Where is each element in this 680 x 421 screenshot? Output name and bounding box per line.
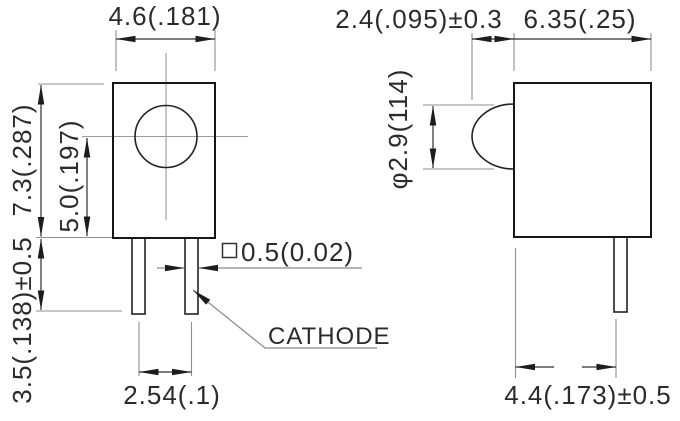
led-lens-circle: [134, 104, 198, 169]
side-body-outline: [513, 82, 652, 238]
front-body-outline: [112, 82, 216, 239]
dimension-label-body-depth: 6.35(.25): [523, 4, 636, 34]
dimension-label-center-to-base: 5.0(.197): [54, 119, 84, 232]
dimension-label-front-width: 4.6(.181): [108, 1, 221, 31]
dimension-base-to-lead: 4.4(.173)±0.5: [504, 248, 671, 410]
dimension-lead-cross-section: 0.5(0.02): [157, 237, 362, 272]
anode-lead: [131, 237, 146, 315]
dimension-front-width: 4.6(.181): [108, 1, 221, 71]
square-section-symbol-icon: [221, 242, 238, 259]
dimension-dome-offset: 2.4(.095)±0.3: [335, 4, 515, 100]
cathode-leader-line: [192, 289, 377, 349]
dimension-body-depth: 6.35(.25): [514, 4, 652, 71]
cathode-callout: CATHODE: [192, 289, 391, 350]
dimension-label-body-height: 7.3(.287): [7, 103, 37, 216]
dimension-body-height: 7.3(.287): [7, 83, 104, 237]
dimension-label-dome-diameter: φ2.9(114): [383, 69, 413, 190]
front-view: 4.6(.181) 7.3(.287) 5.0(.197) 3.5(.138)±…: [7, 1, 391, 410]
dimension-label-base-to-lead: 4.4(.173)±0.5: [504, 380, 671, 410]
dimension-center-to-base: 5.0(.197): [36, 119, 112, 239]
dimension-label-lead-length: 3.5(.138)±0.5: [7, 236, 37, 403]
dimension-lead-pitch: 2.54(.1): [123, 322, 221, 410]
side-view: 2.4(.095)±0.3 6.35(.25) φ2.9(114) 4.4(.1…: [335, 4, 671, 410]
cathode-label: CATHODE: [268, 323, 391, 350]
dimension-lead-length: 3.5(.138)±0.5: [7, 236, 122, 404]
side-lead: [613, 236, 628, 313]
led-dome-profile: [471, 103, 515, 170]
dimension-label-lead-cross-section: 0.5(0.02): [241, 237, 354, 267]
dimension-label-lead-pitch: 2.54(.1): [123, 380, 221, 410]
cathode-lead: [184, 237, 199, 315]
dimension-label-dome-offset: 2.4(.095)±0.3: [335, 4, 502, 34]
dimension-dome-diameter: φ2.9(114): [383, 69, 494, 190]
